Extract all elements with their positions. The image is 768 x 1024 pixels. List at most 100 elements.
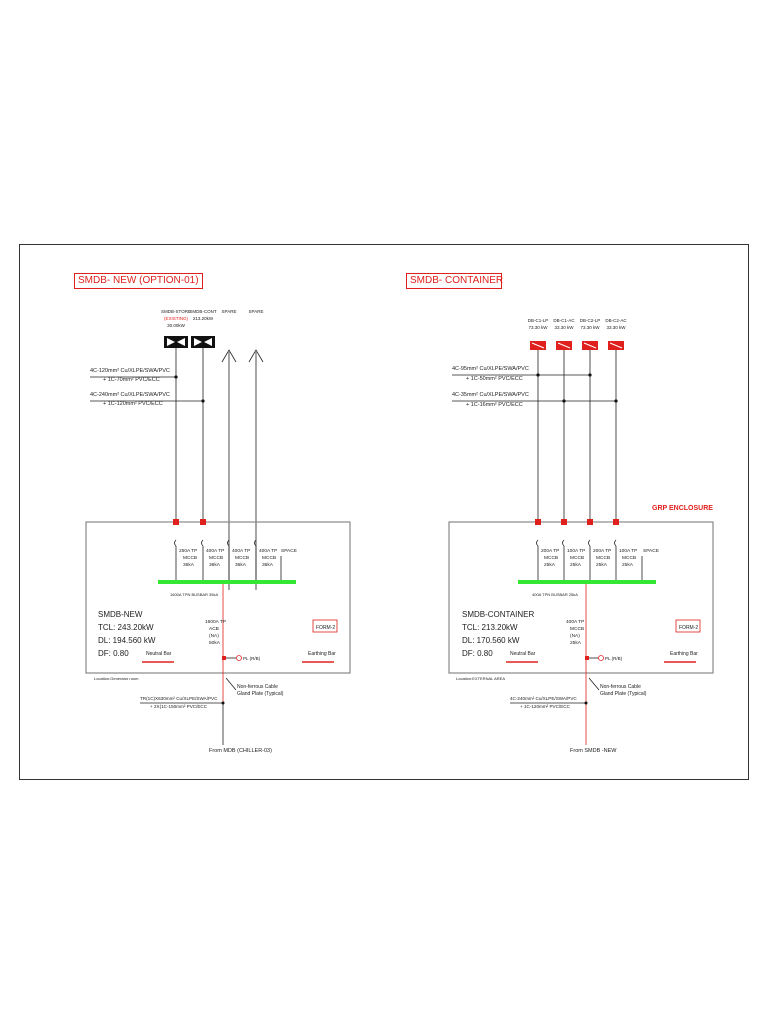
left-panel-name: SMDB-NEW: [98, 610, 143, 619]
left-neutral-label: Neutral Bar: [146, 651, 172, 657]
drawing-sheet: [19, 244, 749, 780]
left-from-label: From MDB (CHILLER-03): [209, 748, 272, 754]
right-cable-2-line1: 4C-35mm² Cu/XLPE/SWA/PVC: [452, 392, 529, 398]
distribution-board-icon: [608, 341, 624, 350]
left-inc-l4: 50kA: [209, 640, 221, 646]
right-cable-1-line1: 4C-95mm² Cu/XLPE/SWA/PVC: [452, 366, 529, 372]
left-form-label: FORM-2: [316, 625, 335, 631]
left-panel-dl: DL: 194.560 kW: [98, 636, 156, 645]
right-out-name-4: DB-C2-AC: [605, 318, 627, 323]
right-panel-dl: DL: 170.560 kW: [462, 636, 520, 645]
right-brk-1-l1: 200A TP: [541, 548, 559, 554]
left-brk-3-l1: 400A TP: [232, 548, 250, 554]
left-cable-1-line1: 4C-120mm² Cu/XLPE/SWA/PVC: [90, 368, 170, 374]
right-panel: DB-C1-LP 73.30 kW DB-C1-AC 33.30 kW DB-C…: [448, 318, 714, 754]
right-brk-4-l2: MCCB: [622, 555, 636, 561]
left-brk-4-l2: MCCB: [262, 555, 276, 561]
right-out-load-3: 73.30 kW: [580, 325, 600, 330]
left-out-name-1: SMDB-STORE: [161, 309, 191, 314]
left-out-load-2: 213.20kW: [193, 316, 214, 321]
left-cable-2-line1: 4C-240mm² Cu/XLPE/SWA/PVC: [90, 392, 170, 398]
left-out-name-2: SMDB-CONT: [189, 309, 216, 314]
left-inc-l2: ACB: [209, 626, 219, 632]
left-panel-title: SMDB- NEW (OPTION-01): [74, 273, 203, 289]
left-panel-tcl: TCL: 243.20kW: [98, 623, 154, 632]
right-panel-df: DF: 0.80: [462, 649, 493, 658]
right-cable-2-line2: + 1C-16mm² PVC/ECC: [466, 402, 523, 408]
isolator-icon: [191, 336, 215, 348]
left-brk-2-l2: MCCB: [209, 555, 223, 561]
left-brk-1-l2: MCCB: [183, 555, 197, 561]
right-brk-4-l1: 100A TP: [619, 548, 637, 554]
right-neutral-label: Neutral Bar: [510, 651, 536, 657]
left-feeder-l1: TR(1C)X630mm² Cu/XLPE/SWA/PVC: [140, 696, 218, 701]
right-out-name-2: DB-C1-AC: [553, 318, 575, 323]
right-feeder-l1: 4C-240mm² Cu/XLPE/SWA/PVC: [510, 696, 577, 701]
right-out-load-1: 73.30 kW: [528, 325, 548, 330]
isolator-icon: [164, 336, 188, 348]
right-busbar-label: 400A TPN BUSBAR 25kA: [532, 592, 578, 597]
distribution-board-icon: [530, 341, 546, 350]
arrow-up-icon: [221, 349, 237, 363]
right-earth-label: Earthing Bar: [670, 651, 698, 657]
left-brk-2-l3: 36kA: [209, 562, 221, 568]
right-brk-3-l1: 200A TP: [593, 548, 611, 554]
right-feeder-l2: + 1C-120mm² PVC/ECC: [520, 704, 571, 709]
right-cable-1-line2: + 1C-50mm² PVC/ECC: [466, 376, 523, 382]
right-brk-2-l2: MCCB: [570, 555, 584, 561]
distribution-board-icon: [556, 341, 572, 350]
right-inc-l2: MCCB: [570, 626, 584, 632]
left-out-name-3: SPARE: [222, 309, 237, 314]
left-brk-4-l1: 400A TP: [259, 548, 277, 554]
right-pl-label: PL (R/B): [605, 656, 623, 661]
left-panel-df: DF: 0.80: [98, 649, 129, 658]
left-busbar: [158, 580, 296, 584]
left-brk-4-l3: 36kA: [262, 562, 274, 568]
right-brk-1-l2: MCCB: [544, 555, 558, 561]
left-brk-2-l1: 400A TP: [206, 548, 224, 554]
right-brk-2-l3: 25kA: [570, 562, 582, 568]
left-location: Location:Generator room: [94, 676, 139, 681]
right-inc-l4: 25kA: [570, 640, 582, 646]
left-cable-2-line2: + 1C-120mm² PVC/ECC: [103, 401, 163, 407]
left-panel: SMDB-STORE (EXISTING) 30.00kW SMDB-CONT …: [85, 309, 351, 754]
right-brk-4-l3: 25kA: [622, 562, 634, 568]
left-brk-3-l2: MCCB: [235, 555, 249, 561]
right-space-label: SPACE: [643, 548, 659, 554]
left-inc-l1: 1600A TP: [205, 619, 226, 625]
right-out-load-4: 33.30 kW: [606, 325, 626, 330]
right-out-name-3: DB-C2-LP: [580, 318, 601, 323]
right-enclosure-label: GRP ENCLOSURE: [652, 505, 713, 512]
right-form-label: FORM-2: [679, 625, 698, 631]
right-from-label: From SMDB -NEW: [570, 748, 617, 754]
right-panel-name: SMDB-CONTAINER: [462, 610, 535, 619]
right-gland-l2: Gland Plate (Typical): [600, 691, 647, 697]
right-busbar: [518, 580, 656, 584]
left-earth-label: Earthing Bar: [308, 651, 336, 657]
left-feeder-l2: + 2X(1C-150mm² PVC/ECC: [150, 704, 208, 709]
left-out-name-4: SPARE: [249, 309, 264, 314]
right-panel-title: SMDB- CONTAINER: [406, 273, 503, 289]
left-out-note-1: (EXISTING): [164, 316, 189, 321]
left-brk-1-l1: 250A TP: [179, 548, 197, 554]
left-gland-l2: Gland Plate (Typical): [237, 691, 284, 697]
right-gland-l1: Non-ferrous Cable: [600, 684, 641, 690]
right-out-name-1: DB-C1-LP: [528, 318, 549, 323]
left-gland-l1: Non-ferrous Cable: [237, 684, 278, 690]
arrow-up-icon: [248, 349, 264, 363]
right-brk-3-l3: 25kA: [596, 562, 608, 568]
left-busbar-label: 1600A TPN BUSBAR 35kA: [170, 592, 219, 597]
left-cable-1-line2: + 1C-70mm² PVC/ECC: [103, 377, 160, 383]
left-out-load-1: 30.00kW: [167, 323, 186, 328]
left-space-label: SPACE: [281, 548, 297, 554]
right-brk-2-l1: 100A TP: [567, 548, 585, 554]
right-inc-l3: (NA): [570, 633, 580, 639]
left-brk-1-l3: 36kA: [183, 562, 195, 568]
right-brk-3-l2: MCCB: [596, 555, 610, 561]
right-inc-l1: 400A TP: [566, 619, 584, 625]
left-brk-3-l3: 36kA: [235, 562, 247, 568]
right-brk-1-l3: 25kA: [544, 562, 556, 568]
right-location: Location:EXTERNAL AREA: [456, 676, 505, 681]
distribution-board-icon: [582, 341, 598, 350]
left-inc-l3: (NA): [209, 633, 219, 639]
